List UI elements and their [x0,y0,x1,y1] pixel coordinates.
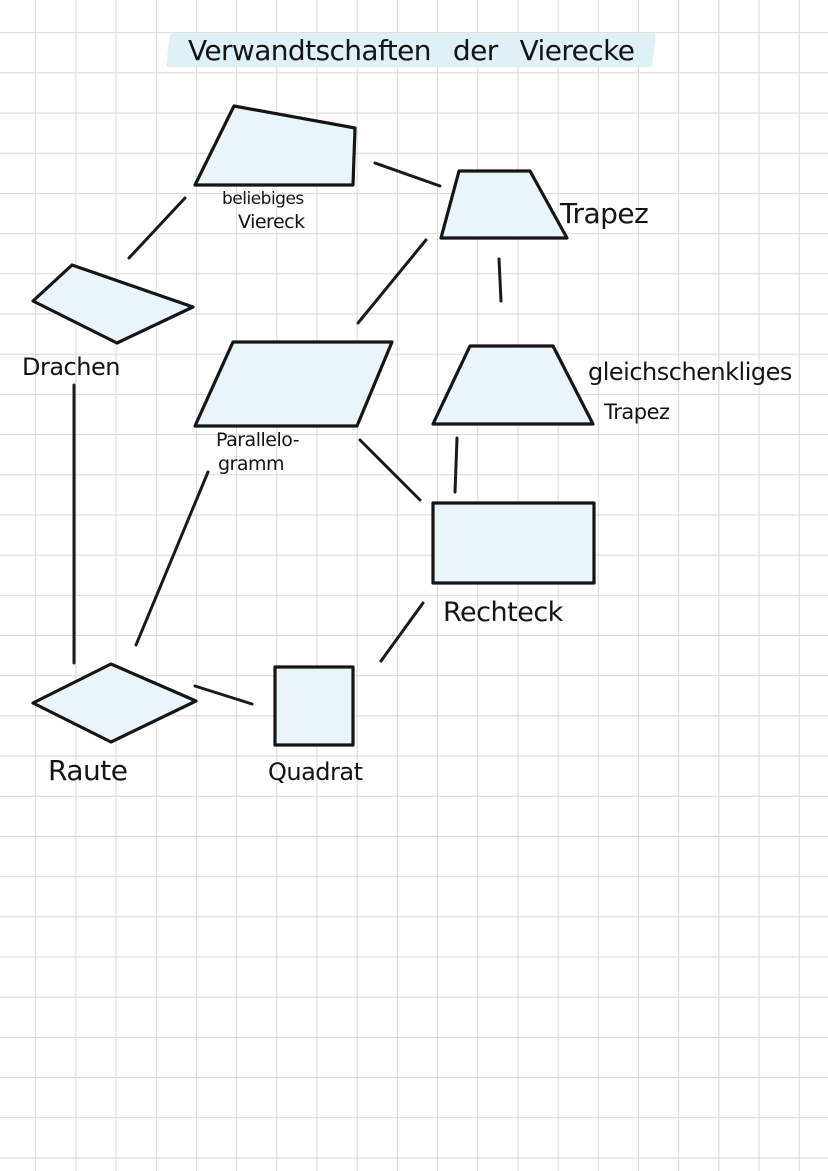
parallelogramm-label-line1: Parallelo- [216,429,300,451]
connector-lines [72,161,503,706]
connector-viereck-drachen [127,196,187,260]
page-title: Verwandtschaften der Vierecke [188,34,635,67]
parallelogramm-label-line2: gramm [218,453,285,475]
rechteck-shape [431,501,596,585]
beliebiges-viereck-label-line1: beliebiges [222,189,304,209]
beliebiges-viereck-label-line2: Viereck [238,211,305,233]
gleichschenkliges-trapez-shape [431,344,595,426]
trapez-label: Trapez [560,197,649,230]
connector-viereck-trapez [373,161,442,188]
quadrat-shape [273,665,355,747]
connector-raute-quadrat [193,684,254,706]
drachen-shape [31,263,195,345]
drachen-label: Drachen [22,353,120,381]
raute-shape [31,662,198,744]
connector-gleichschenklig-rechteck [453,436,459,494]
connector-rechteck-quadrat [379,601,425,663]
connector-parallelogramm-rechteck [358,438,422,502]
quadrat-label: Quadrat [268,758,363,786]
title-word-3: Vierecke [519,34,635,67]
connector-trapez-parallelogramm [356,238,428,325]
gleichschenkliges-trapez-label-line1: gleichschenkliges [588,358,792,386]
raute-label: Raute [48,754,128,787]
gleichschenkliges-trapez-label-line2: Trapez [604,400,670,424]
title-word-2: der [452,34,498,67]
trapez-shape [439,169,569,240]
connector-parallelogramm-raute [134,470,210,647]
connector-trapez-gleichschenklig [497,257,503,303]
parallelogramm-shape [193,340,394,428]
beliebiges-viereck-shape [193,104,357,187]
rechteck-label: Rechteck [443,597,563,628]
title-word-1: Verwandtschaften [188,34,431,67]
